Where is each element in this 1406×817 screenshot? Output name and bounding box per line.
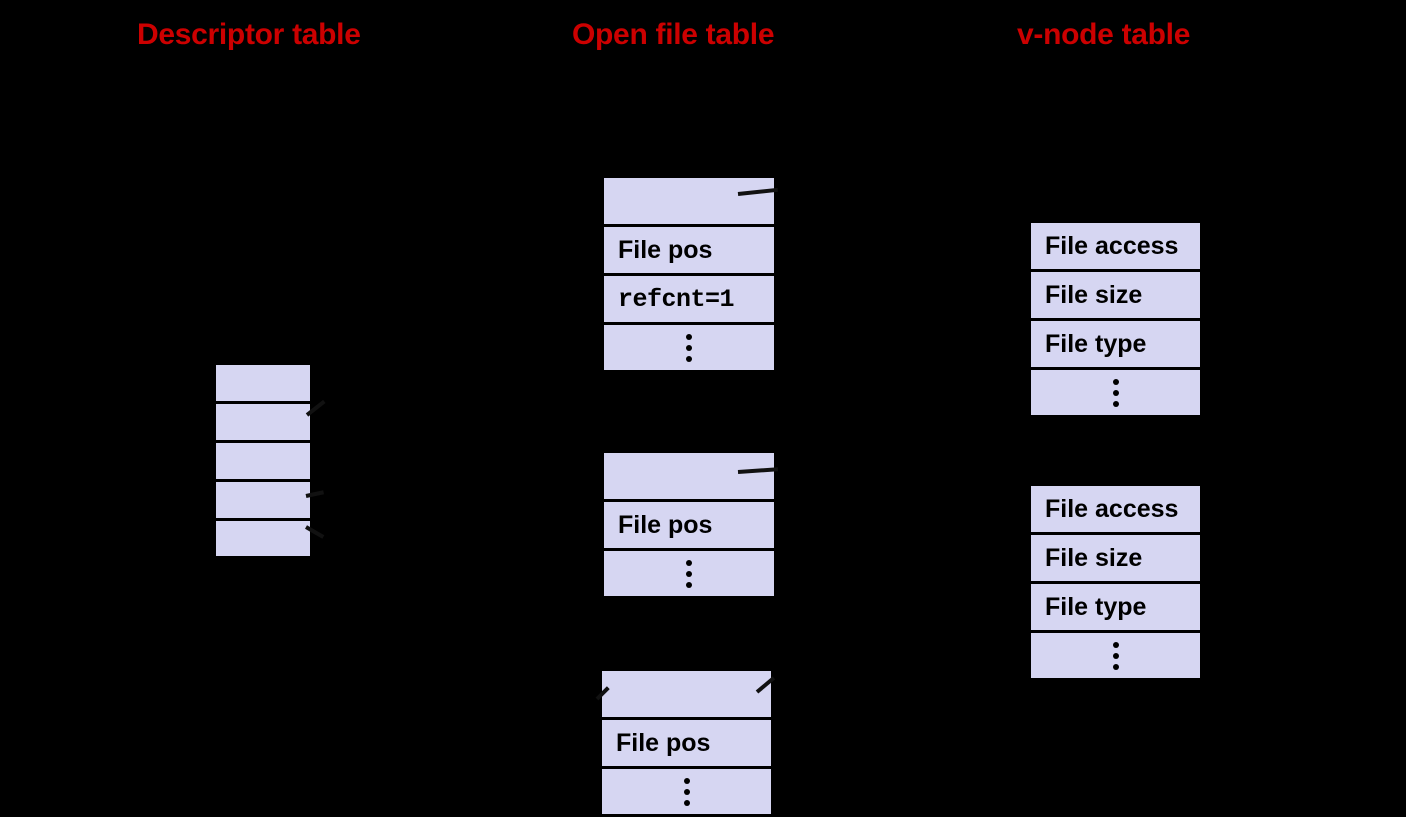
heading-vnode-table: v-node table [1017, 18, 1191, 51]
cell-label: File type [1045, 592, 1147, 621]
table-row [1029, 631, 1202, 680]
cell-label: File size [1045, 543, 1143, 572]
descriptor-table [214, 363, 312, 558]
table-row [214, 519, 312, 558]
table-row: File pos [602, 225, 776, 274]
table-row [214, 363, 312, 402]
table-row: File pos [602, 500, 776, 549]
cell-label: refcnt=1 [618, 284, 735, 314]
cell-label: File access [1045, 231, 1179, 260]
table-row: File size [1029, 533, 1202, 582]
vertical-ellipsis-icon [683, 773, 690, 811]
open-file-table-entry-2: File pos [602, 451, 776, 598]
heading-open-file-table: Open file table [572, 18, 775, 51]
cell-label: File access [1045, 494, 1179, 523]
table-row [214, 480, 312, 519]
table-row [1029, 368, 1202, 417]
table-row [602, 176, 776, 225]
open-file-table-entry-1: File pos refcnt=1 [602, 176, 776, 372]
table-row: refcnt=1 [602, 274, 776, 323]
heading-descriptor-table: Descriptor table [137, 18, 361, 51]
cell-label: File type [1045, 329, 1147, 358]
cell-label: File pos [618, 235, 713, 264]
cell-label: File pos [616, 728, 711, 757]
cell-label: File pos [618, 510, 713, 539]
open-file-table-entry-3: File pos [600, 669, 773, 816]
table-row: File access [1029, 221, 1202, 270]
table-row: File size [1029, 270, 1202, 319]
vertical-ellipsis-icon [686, 329, 692, 367]
table-row [602, 451, 776, 500]
table-row [600, 767, 773, 816]
table-row: File pos [600, 718, 773, 767]
table-row [600, 669, 773, 718]
table-row [214, 441, 312, 480]
table-row [214, 402, 312, 441]
table-row [602, 323, 776, 372]
table-row: File type [1029, 582, 1202, 631]
vertical-ellipsis-icon [1112, 637, 1119, 675]
table-row [602, 549, 776, 598]
cell-label: File size [1045, 280, 1143, 309]
vertical-ellipsis-icon [1112, 374, 1119, 412]
table-row: File access [1029, 484, 1202, 533]
vertical-ellipsis-icon [686, 555, 692, 593]
table-row: File type [1029, 319, 1202, 368]
